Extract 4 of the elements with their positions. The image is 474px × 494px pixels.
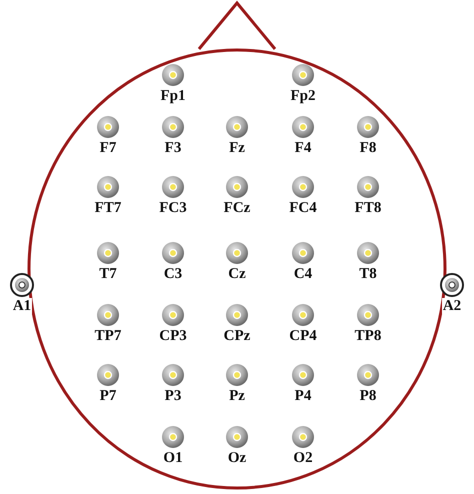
electrode-label: Fp1: [159, 88, 186, 105]
electrode-label: A1: [12, 298, 32, 315]
electrode-label: Fp2: [289, 88, 316, 105]
electrode-label: A2: [442, 298, 462, 315]
